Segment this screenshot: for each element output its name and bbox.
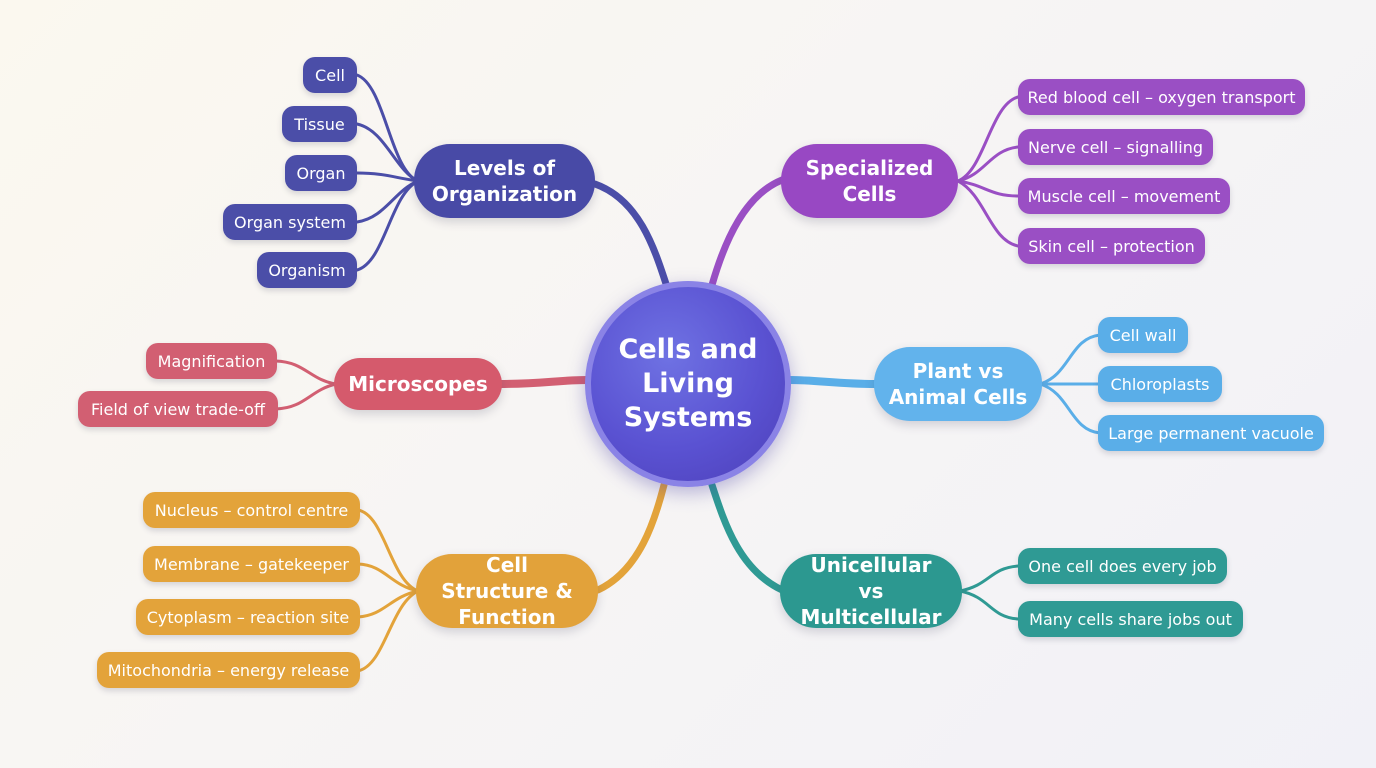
link-structure-cytoplasm xyxy=(356,589,420,619)
leaf-organism: Organism xyxy=(257,252,357,288)
leaf-magnification: Magnification xyxy=(146,343,277,379)
branch-label: Specialized Cells xyxy=(805,156,934,206)
leaf-label: Cytoplasm – reaction site xyxy=(146,607,350,627)
link-center-levels xyxy=(591,180,672,294)
leaf-organ: Organ xyxy=(285,155,357,191)
leaf-label: Chloroplasts xyxy=(1110,374,1210,394)
branch-label: Microscopes xyxy=(348,372,488,396)
leaf-membrane: Membrane – gatekeeper xyxy=(143,546,360,582)
branch-plant-vs-animal: Plant vs Animal Cells xyxy=(874,347,1042,421)
leaf-label: Muscle cell – movement xyxy=(1027,186,1221,206)
leaf-label: Organ xyxy=(296,163,346,183)
link-unicellular-one xyxy=(958,564,1020,593)
link-levels-organ xyxy=(355,171,420,183)
link-unicellular-many xyxy=(958,589,1020,621)
leaf-nucleus: Nucleus – control centre xyxy=(143,492,360,528)
leaf-label: One cell does every job xyxy=(1028,556,1217,576)
leaf-cytoplasm: Cytoplasm – reaction site xyxy=(136,599,360,635)
link-specialized-skin xyxy=(956,179,1020,248)
link-specialized-muscle xyxy=(956,179,1020,198)
link-plant-cellwall xyxy=(1038,333,1102,386)
link-levels-tissue xyxy=(355,122,420,183)
leaf-mitochondria: Mitochondria – energy release xyxy=(97,652,360,688)
branch-unicellular-vs-multicellular: Unicellular vs Multicellular xyxy=(780,553,962,629)
link-center-structure xyxy=(594,481,668,594)
link-microscopes-magnification xyxy=(274,359,338,386)
branch-label: Cell Structure & Function xyxy=(441,553,573,629)
link-structure-nucleus xyxy=(356,508,420,593)
leaf-label: Organism xyxy=(268,260,346,280)
leaf-one-cell: One cell does every job xyxy=(1018,548,1227,584)
leaf-many-cells: Many cells share jobs out xyxy=(1018,601,1243,637)
branch-specialized-cells: Specialized Cells xyxy=(781,144,958,218)
leaf-label: Nerve cell – signalling xyxy=(1028,137,1204,157)
branch-label: Unicellular vs Multicellular xyxy=(800,553,942,629)
leaf-nerve-cell: Nerve cell – signalling xyxy=(1018,129,1213,165)
leaf-label: Membrane – gatekeeper xyxy=(154,554,349,574)
leaf-field-of-view: Field of view trade-off xyxy=(78,391,278,427)
branch-cell-structure: Cell Structure & Function xyxy=(416,553,598,629)
leaf-label: Magnification xyxy=(157,351,266,371)
branch-levels-of-organization: Levels of Organization xyxy=(414,144,595,218)
leaf-chloroplasts: Chloroplasts xyxy=(1098,366,1222,402)
leaf-muscle-cell: Muscle cell – movement xyxy=(1018,178,1230,214)
link-center-microscopes xyxy=(496,376,592,388)
central-topic: Cells and Living Systems xyxy=(585,281,791,487)
branch-label: Plant vs Animal Cells xyxy=(888,359,1028,409)
link-structure-membrane xyxy=(356,562,420,593)
leaf-label: Many cells share jobs out xyxy=(1029,609,1232,629)
branch-label: Levels of Organization xyxy=(431,156,578,206)
leaf-label: Red blood cell – oxygen transport xyxy=(1027,87,1296,107)
leaf-skin-cell: Skin cell – protection xyxy=(1018,228,1205,264)
leaf-vacuole: Large permanent vacuole xyxy=(1098,415,1324,451)
link-plant-vacuole xyxy=(1038,382,1102,435)
link-center-unicellular xyxy=(708,481,786,594)
branch-microscopes: Microscopes xyxy=(334,358,502,410)
leaf-label: Mitochondria – energy release xyxy=(107,660,350,680)
leaf-label: Field of view trade-off xyxy=(91,399,265,419)
leaf-label: Cell xyxy=(315,65,345,85)
leaf-cell-wall: Cell wall xyxy=(1098,317,1188,353)
link-center-plant-animal xyxy=(786,376,879,388)
link-specialized-nerve xyxy=(956,145,1020,183)
central-topic-label: Cells and Living Systems xyxy=(618,334,758,433)
leaf-organ-system: Organ system xyxy=(223,204,357,240)
leaf-label: Large permanent vacuole xyxy=(1108,423,1314,443)
leaf-cell: Cell xyxy=(303,57,357,93)
leaf-label: Cell wall xyxy=(1109,325,1177,345)
link-microscopes-field xyxy=(274,382,338,411)
link-specialized-red xyxy=(956,95,1020,183)
leaf-label: Skin cell – protection xyxy=(1028,236,1195,256)
link-levels-organism xyxy=(355,179,420,272)
link-structure-mitochondria xyxy=(356,589,420,673)
leaf-tissue: Tissue xyxy=(282,106,357,142)
link-center-specialized xyxy=(708,176,786,289)
leaf-label: Tissue xyxy=(294,114,345,134)
leaf-red-blood-cell: Red blood cell – oxygen transport xyxy=(1018,79,1305,115)
leaf-label: Organ system xyxy=(234,212,346,232)
leaf-label: Nucleus – control centre xyxy=(154,500,349,520)
